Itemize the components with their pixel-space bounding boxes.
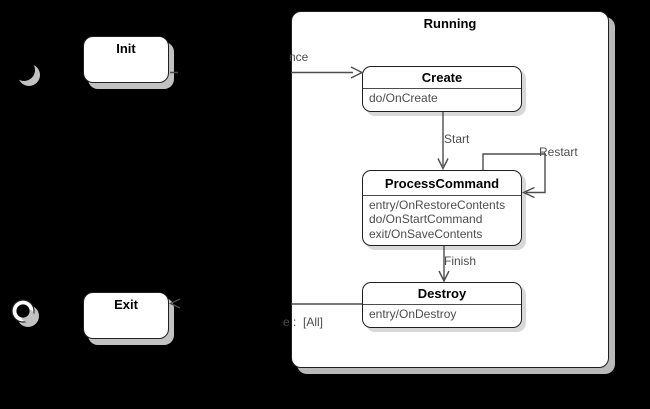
- final-state-icon: [11, 299, 39, 327]
- action-line: do/OnCreate: [369, 91, 438, 105]
- label-init-to-create: nce: [289, 50, 309, 64]
- state-process-command-actions: entry/OnRestoreContents do/OnStartComman…: [363, 196, 521, 241]
- label-destroy-to-exit: e : [All]: [283, 315, 324, 329]
- label-start: Start: [444, 132, 470, 146]
- state-exit-title: Exit: [114, 297, 138, 312]
- state-destroy-title: Destroy: [363, 283, 521, 305]
- state-process-command-title: ProcessCommand: [363, 171, 521, 196]
- state-init[interactable]: Init: [83, 36, 169, 83]
- label-finish: Finish: [444, 254, 477, 268]
- state-init-title: Init: [116, 41, 136, 56]
- state-create[interactable]: Create do/OnCreate: [362, 66, 522, 112]
- action-line: entry/OnRestoreContents: [369, 198, 506, 212]
- action-line: exit/OnSaveContents: [369, 226, 483, 241]
- state-exit[interactable]: Exit: [83, 292, 169, 339]
- action-line: do/OnStartCommand: [369, 212, 483, 227]
- state-running-title: Running: [423, 16, 477, 31]
- state-destroy[interactable]: Destroy entry/OnDestroy: [362, 282, 522, 328]
- label-restart: Restart: [539, 145, 578, 159]
- initial-state-icon: [13, 59, 40, 86]
- action-line: entry/OnDestroy: [369, 307, 457, 321]
- state-create-title: Create: [363, 67, 521, 89]
- arrowhead-into-exit: [168, 298, 181, 309]
- state-process-command[interactable]: ProcessCommand entry/OnRestoreContents d…: [362, 170, 522, 246]
- state-create-actions: do/OnCreate: [363, 89, 521, 105]
- state-destroy-actions: entry/OnDestroy: [363, 305, 521, 321]
